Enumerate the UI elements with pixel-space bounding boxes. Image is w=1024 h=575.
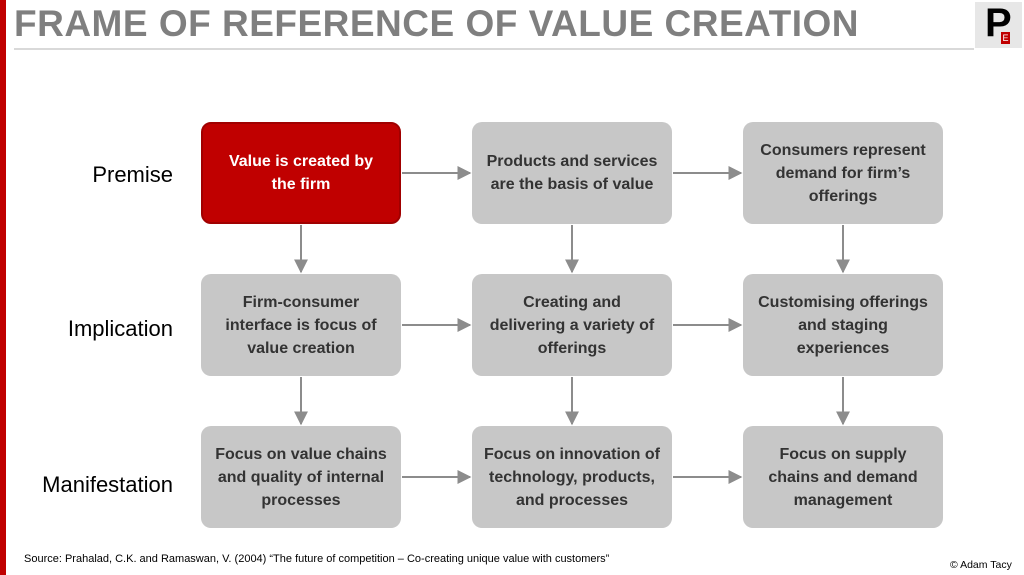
- box-value-created-by-firm: Value is created by the firm: [201, 122, 401, 224]
- box-customising-offerings: Customising offerings and staging experi…: [743, 274, 943, 376]
- source-citation: Source: Prahalad, C.K. and Ramaswan, V. …: [24, 553, 610, 565]
- box-products-services-basis: Products and services are the basis of v…: [472, 122, 672, 224]
- title-underline: [14, 48, 974, 50]
- logo: P E: [975, 1, 1022, 48]
- box-consumers-demand: Consumers represent demand for firm’s of…: [743, 122, 943, 224]
- box-supply-chains-demand: Focus on supply chains and demand manage…: [743, 426, 943, 528]
- box-creating-delivering-offerings: Creating and delivering a variety of off…: [472, 274, 672, 376]
- box-value-chains-quality: Focus on value chains and quality of int…: [201, 426, 401, 528]
- copyright-notice: © Adam Tacy: [950, 559, 1012, 571]
- box-innovation-technology: Focus on innovation of technology, produ…: [472, 426, 672, 528]
- left-accent-bar: [0, 0, 6, 575]
- row-label-implication: Implication: [67, 316, 173, 341]
- box-firm-consumer-interface: Firm-consumer interface is focus of valu…: [201, 274, 401, 376]
- logo-sub-letter: E: [1001, 32, 1010, 44]
- row-label-premise: Premise: [92, 162, 173, 187]
- page-title: FRAME OF REFERENCE OF VALUE CREATION: [14, 3, 860, 44]
- row-label-manifestation: Manifestation: [42, 472, 173, 497]
